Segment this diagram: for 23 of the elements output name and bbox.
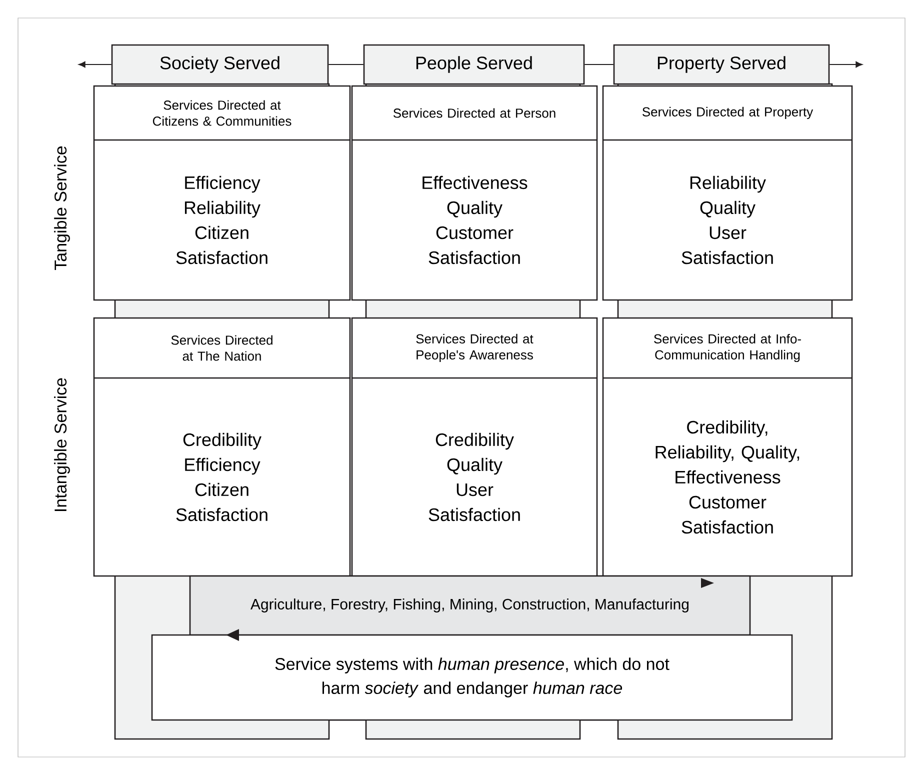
- row-label: Tangible Service: [54, 146, 70, 270]
- cell-text: Credibility, Reliability, Quality, Effectiveness Customer Satisfaction: [656, 420, 800, 534]
- connector-line: [829, 61, 862, 68]
- cell-text: Efficiency Reliability Citizen Satisfaction: [176, 176, 268, 264]
- cell-heading: Services Directed at Citizens & Communities: [152, 100, 292, 126]
- cell-text: Effectiveness Quality Customer Satisfaction: [422, 176, 528, 264]
- connector-line: [328, 64, 364, 65]
- header-box: Property Served: [613, 44, 830, 85]
- cell-text: Reliability Quality User Satisfaction: [682, 176, 773, 264]
- header-box: People Served: [363, 44, 585, 85]
- cell-text: Credibility Quality User Satisfaction: [428, 432, 520, 522]
- cell-heading: Services Directed at Property: [642, 106, 814, 120]
- cell-text: Credibility Efficiency Citizen Satisfaction: [176, 432, 268, 522]
- header-box: Society Served: [111, 44, 329, 85]
- cell-heading: Services Directed at Info-Communication Handling: [654, 334, 801, 362]
- cell-heading: Services Directed at The Nation: [171, 335, 272, 361]
- connector-line: [584, 64, 614, 65]
- cell-heading: Services Directed at People's Awareness: [416, 334, 534, 362]
- cell-heading: Services Directed at Person: [393, 108, 556, 118]
- connector-line: [78, 61, 112, 68]
- row-label: Intangible Service: [54, 378, 70, 511]
- system-box: Service systems with human presence, which do not harm society and endanger human race: [151, 634, 793, 721]
- sector-band: Agriculture, Forestry, Fishing, Mining, Construction, Manufacturing: [189, 575, 751, 636]
